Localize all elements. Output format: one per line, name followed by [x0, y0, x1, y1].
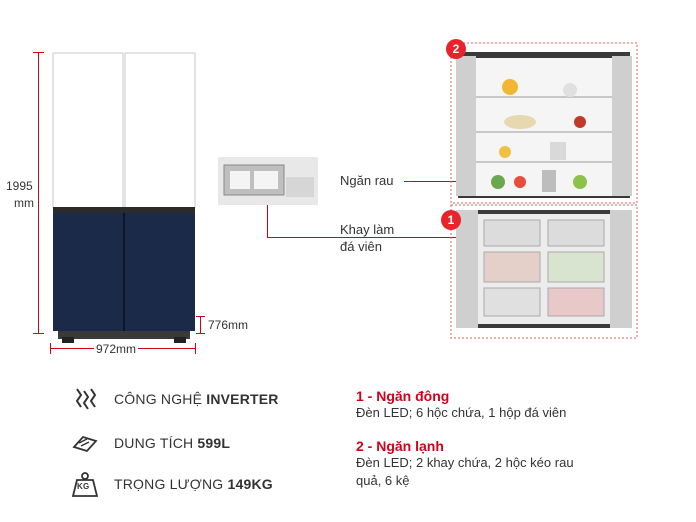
spec-row-inverter: CÔNG NGHỆ INVERTER [70, 384, 279, 414]
ice-tray-label-line2: đá viên [340, 239, 382, 254]
spec-weight-prefix: TRỌNG LƯỢNG [114, 476, 224, 492]
freezer-desc: Đèn LED; 6 hộc chứa, 1 hộp đá viên [356, 405, 567, 420]
freezer-badge: 1 [441, 210, 461, 230]
spec-inverter-prefix: CÔNG NGHỆ [114, 391, 203, 407]
crisper-label: Ngăn rau [340, 173, 394, 188]
fridge-title: 2 - Ngăn lạnh [356, 438, 444, 454]
height-value: 1995 [6, 179, 33, 193]
fridge-badge: 2 [446, 39, 466, 59]
closed-fridge-image [52, 52, 196, 344]
compartment-fridge: 2 - Ngăn lạnh Đèn LED; 2 khay chứa, 2 hộ… [356, 438, 676, 490]
weight-icon: KG [70, 469, 100, 499]
spec-weight-value: 149KG [227, 476, 273, 492]
ice-tray-label-line1: Khay làm [340, 222, 395, 237]
spec-capacity-prefix: DUNG TÍCH [114, 435, 194, 451]
height-unit: mm [14, 196, 34, 210]
door-height-value: 776mm [208, 318, 249, 332]
width-value: 972mm [94, 342, 139, 356]
fridge-desc-line2: quả, 6 kệ [356, 473, 410, 488]
compartment-freezer: 1 - Ngăn đông Đèn LED; 6 hộc chứa, 1 hộp… [356, 388, 676, 422]
spec-inverter-value: INVERTER [206, 391, 279, 407]
freezer-title: 1 - Ngăn đông [356, 388, 450, 404]
spec-row-weight: KG TRỌNG LƯỢNG 149KG [70, 469, 273, 499]
weight-icon-text: KG [77, 482, 90, 491]
height-dimension-line [38, 52, 39, 334]
inverter-icon [70, 384, 100, 414]
spec-capacity-value: 599L [197, 435, 231, 451]
capacity-icon [70, 428, 100, 458]
ice-tray-thumbnail [218, 157, 318, 205]
open-fridge-image [450, 42, 638, 340]
fridge-desc-line1: Đèn LED; 2 khay chứa, 2 hộc kéo rau [356, 455, 574, 470]
spec-row-capacity: DUNG TÍCH 599L [70, 428, 230, 458]
